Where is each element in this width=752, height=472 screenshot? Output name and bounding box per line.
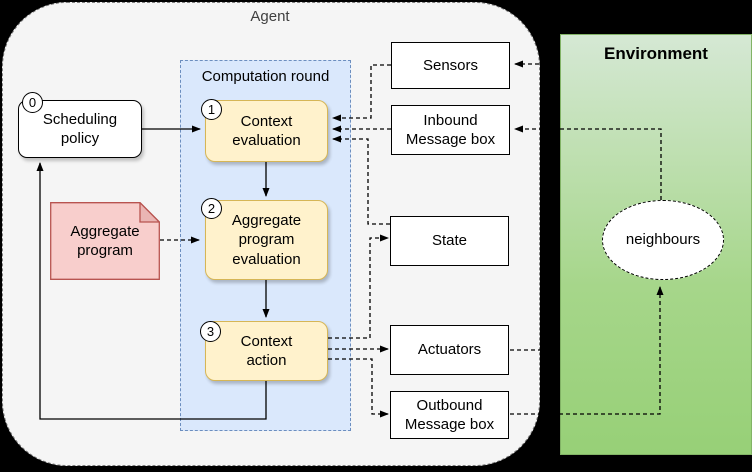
neighbours-ellipse: neighbours bbox=[602, 200, 724, 280]
outbound-message-box: Outbound Message box bbox=[390, 391, 509, 439]
actuators-box: Actuators bbox=[390, 325, 509, 375]
state-box: State bbox=[390, 216, 509, 266]
agent-label: Agent bbox=[250, 8, 290, 25]
outbound-message-box-label: Outbound Message box bbox=[404, 396, 495, 434]
step-context-action-label: Context action bbox=[240, 332, 293, 370]
badge-step-3: 3 bbox=[200, 321, 221, 342]
inbound-message-box-label: Inbound Message box bbox=[405, 111, 496, 149]
sensors-label: Sensors bbox=[422, 56, 479, 74]
badge-step-0: 0 bbox=[22, 92, 43, 113]
step-context-evaluation-box: Context evaluation bbox=[205, 100, 328, 162]
neighbours-label: neighbours bbox=[625, 231, 701, 249]
step-aggregate-program-evaluation-box: Aggregate program evaluation bbox=[205, 200, 328, 280]
inbound-message-box: Inbound Message box bbox=[391, 105, 510, 155]
scheduling-policy-label: Scheduling policy bbox=[42, 110, 118, 148]
computation-round-label: Computation round bbox=[201, 68, 330, 85]
aggregate-program-note: Aggregate program bbox=[50, 201, 161, 280]
step-context-evaluation-label: Context evaluation bbox=[232, 112, 301, 150]
actuators-label: Actuators bbox=[417, 341, 482, 359]
badge-step-2: 2 bbox=[201, 198, 222, 219]
state-label: State bbox=[431, 232, 468, 250]
aggregate-program-label: Aggregate program bbox=[70, 222, 140, 260]
badge-step-1: 1 bbox=[201, 99, 222, 120]
step-context-action-box: Context action bbox=[205, 321, 328, 381]
step-aggregate-program-evaluation-label: Aggregate program evaluation bbox=[231, 211, 302, 268]
environment-label: Environment bbox=[604, 44, 708, 63]
sensors-box: Sensors bbox=[391, 42, 510, 89]
